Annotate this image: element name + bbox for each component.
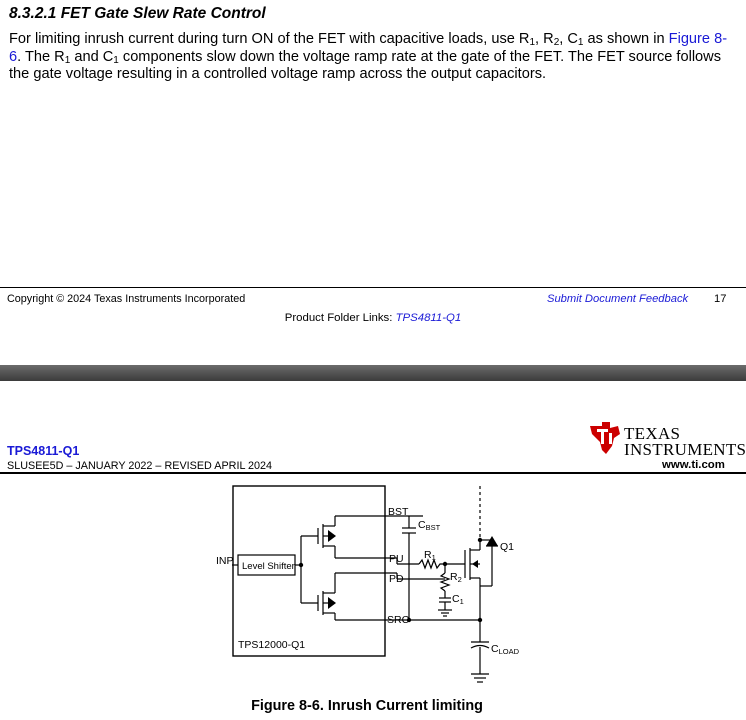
label-pd: PD [389, 573, 404, 585]
inrush-schematic: BST CBST INP Level Shifter PU PD SRC R1 … [216, 485, 520, 683]
para-sub: 2 [553, 37, 560, 48]
body-paragraph: For limiting inrush current during turn … [9, 31, 729, 84]
para-sub: 1 [529, 37, 536, 48]
submit-feedback-link[interactable]: Submit Document Feedback [547, 293, 689, 305]
page-separator [0, 365, 746, 381]
section-heading: 8.3.2.1 FET Gate Slew Rate Control [9, 5, 266, 22]
site-url[interactable]: www.ti.com [662, 459, 725, 471]
header-divider [0, 472, 746, 474]
label-r1: R1 [424, 549, 436, 562]
figure-link[interactable]: Figure 8-6 [9, 31, 728, 65]
copyright-text: Copyright © 2024 Texas Instruments Incor… [7, 293, 246, 305]
para-sub: 1 [577, 37, 584, 48]
label-pu: PU [389, 553, 404, 565]
ti-logo: TEXAS INSTRUMENTS [588, 420, 746, 460]
product-folder-links: Product Folder Links: TPS4811-Q1 [0, 312, 746, 324]
label-q1: Q1 [500, 541, 514, 553]
page-number: 17 [714, 293, 727, 305]
label-inp: INP [216, 555, 234, 567]
part-number-link[interactable]: TPS4811-Q1 [7, 444, 80, 458]
para-text: For limiting inrush current during turn … [9, 31, 530, 47]
product-folder-link[interactable]: TPS4811-Q1 [395, 312, 462, 324]
ti-logo-word: INSTRUMENTS [624, 440, 746, 459]
footer-divider [0, 287, 746, 288]
ti-logo-word: TEXAS [624, 424, 681, 443]
label-level-shifter: Level Shifter [242, 561, 295, 572]
figure-caption: Figure 8-6. Inrush Current limiting [251, 698, 483, 714]
label-r2: R2 [450, 571, 462, 584]
ti-state-icon [590, 422, 620, 454]
para-sub: 1 [113, 54, 119, 66]
folder-label: Product Folder Links: [284, 312, 396, 324]
para-text: and C [70, 48, 114, 65]
label-bst: BST [388, 506, 409, 518]
para-text: . The R [17, 48, 65, 65]
label-cload: CLOAD [491, 643, 520, 656]
label-chip: TPS12000-Q1 [238, 639, 305, 651]
para-text: components slow down the voltage ramp ra… [9, 48, 722, 83]
para-text: , C [559, 31, 578, 47]
label-c1: C1 [452, 593, 464, 606]
para-text: as shown in [583, 31, 669, 47]
para-sub: 1 [64, 54, 71, 66]
label-src: SRC [387, 614, 410, 626]
label-cbst: CBST [418, 519, 441, 532]
document-revision: SLUSEE5D – JANUARY 2022 – REVISED APRIL … [7, 460, 273, 472]
para-text: , R [535, 31, 554, 47]
